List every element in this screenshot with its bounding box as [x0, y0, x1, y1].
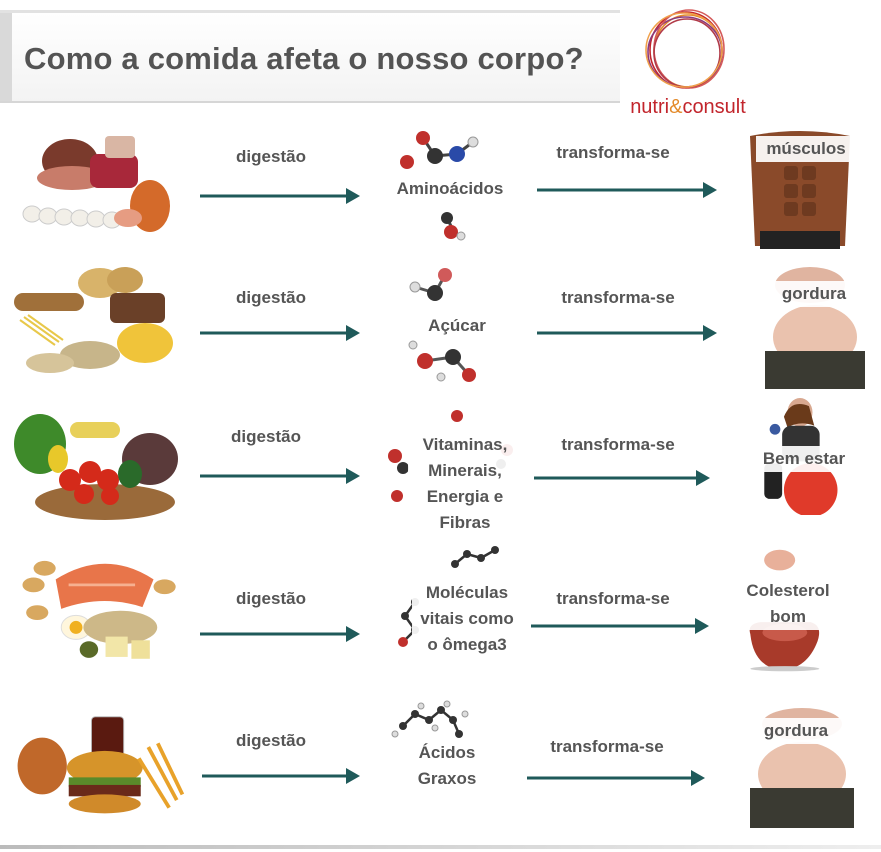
logo-brand-amp: &: [669, 96, 683, 118]
carbs-food-icon: [14, 267, 173, 373]
transform-label: transforma-se: [561, 435, 675, 454]
amino-molecule-icon: [400, 131, 479, 241]
heart-result-icon: [749, 549, 820, 672]
flow-row-vegetables: digestão Vitaminas, Minerais, Energia e …: [0, 398, 881, 544]
transform-label: transforma-se: [561, 288, 675, 307]
transform-arrow-icon: [527, 770, 705, 786]
transform-arrow-icon: [537, 325, 717, 341]
transform-arrow-icon: [531, 618, 709, 634]
sugar-molecule-icon: [408, 268, 476, 382]
digestion-arrow-icon: [200, 626, 360, 642]
footer-divider: [0, 845, 881, 849]
digestion-label: digestão: [231, 427, 301, 446]
transform-arrow-icon: [537, 182, 717, 198]
transform-label: transforma-se: [556, 589, 670, 608]
nutrient-label: Aminoácidos: [386, 176, 514, 202]
digestion-label: digestão: [236, 147, 306, 166]
omega3-food-icon: [22, 560, 176, 659]
result-label: gordura: [762, 281, 866, 307]
logo-brand-left: nutri: [630, 96, 670, 118]
logo-brand-right: consult: [682, 96, 746, 118]
transform-label: transforma-se: [550, 737, 664, 756]
result-label: gordura: [744, 718, 848, 744]
transform-arrow-icon: [534, 470, 710, 486]
flow-row-protein: digestão Aminoácidos transforma-se múscu…: [0, 126, 881, 266]
brand-logo: nutri&consult: [618, 6, 758, 124]
nutrient-label: Moléculas vitais como o ômega3: [412, 580, 522, 658]
digestion-arrow-icon: [202, 768, 360, 784]
digestion-label: digestão: [236, 288, 306, 307]
logo-rings-icon: [645, 9, 725, 89]
nutrient-label: Vitaminas, Minerais, Energia e Fibras: [408, 432, 522, 536]
digestion-label: digestão: [236, 731, 306, 750]
digestion-arrow-icon: [200, 188, 360, 204]
flow-row-omega3: digestão Moléculas vitais como o ômega3 …: [0, 546, 881, 688]
logo-text: nutri&consult: [618, 96, 758, 119]
fastfood-food-icon: [17, 716, 185, 814]
nutrient-label: Ácidos Graxos: [398, 740, 496, 792]
digestion-label: digestão: [236, 589, 306, 608]
fatty-acid-molecule-icon: [391, 700, 469, 738]
result-label: músculos: [756, 136, 856, 162]
nutrient-label: Açúcar: [408, 313, 506, 339]
digestion-arrow-icon: [200, 468, 360, 484]
flow-row-carbs: digestão Açúcar transforma-se gordura: [0, 265, 881, 405]
vegetables-food-icon: [14, 414, 178, 520]
flow-row-fastfood: digestão Ácidos Graxos transforma-se gor…: [0, 700, 881, 846]
protein-food-icon: [22, 136, 170, 232]
title-banner: Como a comida afeta o nosso corpo?: [0, 10, 620, 103]
result-label: Colesterol bom: [732, 578, 844, 630]
page-title: Como a comida afeta o nosso corpo?: [24, 41, 584, 76]
title-edge: [0, 13, 12, 101]
transform-label: transforma-se: [556, 143, 670, 162]
result-label: Bem estar: [752, 446, 856, 472]
digestion-arrow-icon: [200, 325, 360, 341]
